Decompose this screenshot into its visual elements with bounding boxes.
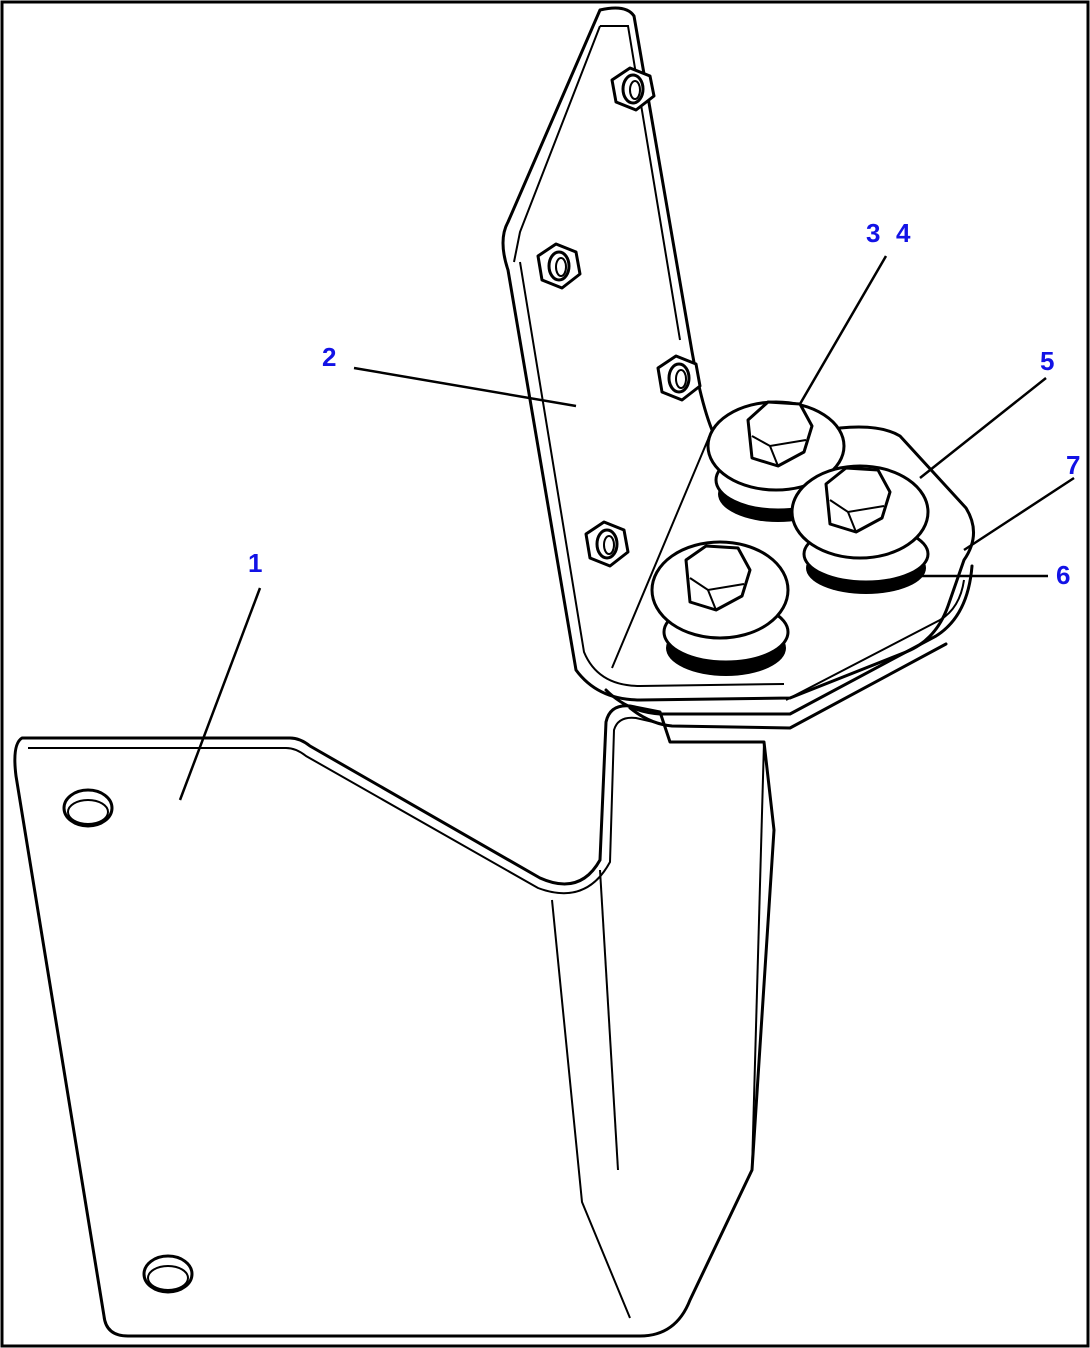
callout-2: 2 (322, 342, 336, 372)
leader-2 (353, 366, 577, 408)
leader-7 (963, 476, 1075, 552)
callout-1: 1 (248, 548, 262, 578)
hex-nut-3 (656, 354, 702, 402)
leader-5 (919, 377, 1047, 479)
bolt-assembly-left (650, 540, 790, 676)
hex-nut-1 (610, 66, 656, 112)
mount-hole-lower (142, 1254, 194, 1294)
bolt-assembly-right (790, 464, 930, 594)
callout-7: 7 (1066, 450, 1080, 480)
leader-1 (178, 587, 262, 801)
mount-hole-upper (62, 788, 114, 828)
main-bracket (13, 704, 776, 1338)
hex-nut-2 (536, 242, 582, 290)
callout-3: 3 (866, 218, 880, 248)
callout-6: 6 (1056, 560, 1070, 590)
callout-5: 5 (1040, 346, 1054, 376)
leader-3-4 (798, 255, 888, 405)
callout-4: 4 (896, 218, 911, 248)
hex-nut-4 (584, 520, 630, 568)
